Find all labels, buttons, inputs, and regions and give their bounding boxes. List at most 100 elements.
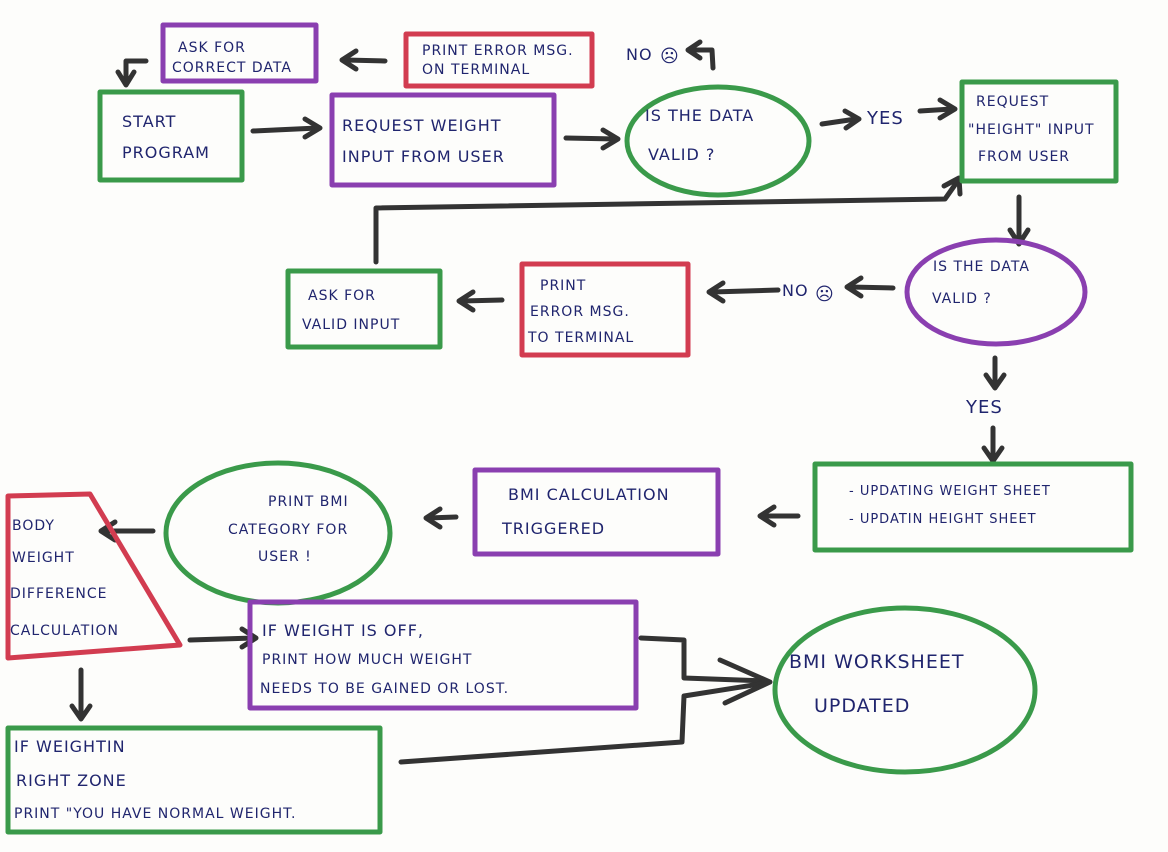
- node-text-line: IF WEIGHTIN: [14, 737, 126, 756]
- node-shape: [519, 261, 691, 358]
- arrowhead: [69, 703, 93, 722]
- node-shape: [812, 461, 1134, 553]
- node-text-line: REQUEST WEIGHT: [342, 116, 502, 135]
- arrow-body-weight-to-weight-off: [187, 635, 257, 643]
- node-shape: [285, 268, 443, 350]
- node-text-line: IS THE DATA: [933, 259, 1030, 275]
- node-text-line: BMI WORKSHEET: [789, 651, 964, 673]
- arrowhead: [983, 372, 1007, 391]
- edge-label-yes: YES: [866, 108, 904, 129]
- node-text-line: - UPDATING WEIGHT SHEET: [849, 484, 1051, 499]
- node-request-height: REQUEST "HEIGHT" INPUT FROM USER: [959, 79, 1119, 184]
- node-shape: [97, 89, 245, 183]
- node-updating-sheets: - UPDATING WEIGHT SHEET - UPDATIN HEIGHT…: [812, 461, 1134, 553]
- node-text-line: PRINT BMI: [268, 494, 349, 510]
- arrow-valid-height-to-no: [847, 284, 896, 291]
- node-text-line: IS THE DATA: [645, 106, 754, 125]
- edge-label-no: NO: [782, 281, 809, 300]
- arrow-request-weight-to-valid: [563, 135, 619, 142]
- arrowhead: [339, 48, 359, 72]
- node-error-terminal-2: PRINT ERROR MSG. TO TERMINAL: [519, 261, 691, 358]
- node-text-line: BODY: [12, 518, 55, 534]
- edge-label-yes: YES: [965, 397, 1003, 418]
- node-text-line: DIFFERENCE: [10, 586, 108, 602]
- arrowhead: [115, 69, 137, 88]
- node-shape: [904, 237, 1088, 347]
- node-text-line: RIGHT ZONE: [16, 771, 127, 790]
- node-bmi-calculation: BMI CALCULATION TRIGGERED: [472, 467, 721, 557]
- node-right-zone: IF WEIGHTIN RIGHT ZONE PRINT "YOU HAVE N…: [5, 725, 383, 835]
- node-text-line: WEIGHT: [12, 550, 75, 566]
- node-text-line: INPUT FROM USER: [342, 147, 505, 166]
- node-ask-valid-input: ASK FOR VALID INPUT: [285, 268, 443, 350]
- node-shape: [160, 22, 319, 84]
- node-text-line: ASK FOR: [178, 40, 246, 56]
- arrowhead: [239, 626, 259, 650]
- arrow-error-2-to-ask-valid: [459, 297, 505, 304]
- node-text-line: ON TERMINAL: [422, 62, 530, 78]
- node-text-line: VALID ?: [932, 291, 992, 307]
- node-text-line: PRINT ERROR MSG.: [422, 43, 574, 59]
- arrow-no-to-error-2: [709, 287, 781, 295]
- node-start-program: START PROGRAM: [97, 89, 245, 183]
- arrowhead: [685, 39, 703, 61]
- arrow-bmi-calc-to-category: [425, 514, 459, 521]
- node-shape: [959, 79, 1119, 184]
- node-text-line: NEEDS TO BE GAINED OR LOST.: [260, 681, 509, 697]
- arrow-valid-to-no: [687, 47, 716, 71]
- node-text-line: TO TERMINAL: [527, 330, 634, 346]
- arrow-error-to-ask-correct: [342, 57, 388, 64]
- node-text-line: UPDATED: [814, 695, 910, 717]
- node-text-line: ASK FOR: [308, 288, 376, 304]
- node-text-line: CORRECT DATA: [172, 60, 292, 76]
- node-text-line: VALID ?: [648, 145, 715, 164]
- node-valid-height-decision: IS THE DATA VALID ?: [904, 237, 1088, 347]
- edge-label-no: NO: [626, 45, 653, 64]
- node-weight-off: IF WEIGHT IS OFF, PRINT HOW MUCH WEIGHT …: [247, 599, 639, 711]
- arrowhead: [456, 289, 476, 313]
- node-text-line: VALID INPUT: [302, 317, 400, 333]
- arrowhead: [717, 657, 773, 706]
- node-shape: [403, 31, 595, 89]
- arrow-ask-correct-to-start: [123, 58, 149, 85]
- arrow-ask-valid-loop-to-request-height: [373, 179, 960, 265]
- node-print-category: PRINT BMI CATEGORY FOR USER !: [163, 460, 393, 606]
- node-shape: [472, 467, 721, 557]
- arrowhead: [706, 280, 726, 304]
- node-shape: [5, 725, 383, 835]
- arrowhead: [302, 116, 323, 140]
- node-text-line: FROM USER: [978, 149, 1070, 165]
- node-text-line: CATEGORY FOR: [228, 522, 348, 538]
- node-valid-weight-decision: IS THE DATA VALID ?: [624, 84, 812, 198]
- node-shape: [5, 491, 183, 661]
- arrow-valid-to-yes: [819, 116, 859, 127]
- node-text-line: USER !: [258, 549, 312, 565]
- connectors: [69, 39, 1031, 765]
- arrowhead: [842, 108, 862, 131]
- node-shape: [624, 84, 812, 198]
- arrow-right-zone-to-worksheet: [398, 680, 769, 765]
- node-text-line: BMI CALCULATION: [508, 485, 670, 504]
- arrowhead: [941, 175, 963, 197]
- arrowhead: [757, 504, 777, 528]
- arrowhead: [844, 275, 864, 299]
- node-text-line: - UPDATIN HEIGHT SHEET: [849, 512, 1037, 527]
- node-text-line: PRINT HOW MUCH WEIGHT: [262, 652, 472, 668]
- arrow-weight-off-to-worksheet: [638, 635, 769, 684]
- node-text-line: CALCULATION: [10, 623, 119, 639]
- node-text-line: REQUEST: [976, 94, 1049, 110]
- arrow-start-to-request-weight: [250, 125, 321, 134]
- node-shape: [247, 599, 639, 711]
- sad-face-icon: ☹: [660, 46, 680, 67]
- node-text-line: PRINT: [540, 278, 586, 294]
- node-error-terminal-1: PRINT ERROR MSG. ON TERMINAL: [403, 31, 595, 89]
- node-body-weight-difference: BODY WEIGHT DIFFERENCE CALCULATION: [5, 491, 183, 661]
- node-text-line: "HEIGHT" INPUT: [968, 122, 1095, 138]
- arrowhead: [937, 97, 958, 121]
- node-request-weight: REQUEST WEIGHT INPUT FROM USER: [329, 92, 557, 188]
- node-text-line: PROGRAM: [122, 143, 210, 162]
- node-worksheet-updated: BMI WORKSHEET UPDATED: [772, 605, 1038, 775]
- node-text-line: START: [122, 112, 176, 131]
